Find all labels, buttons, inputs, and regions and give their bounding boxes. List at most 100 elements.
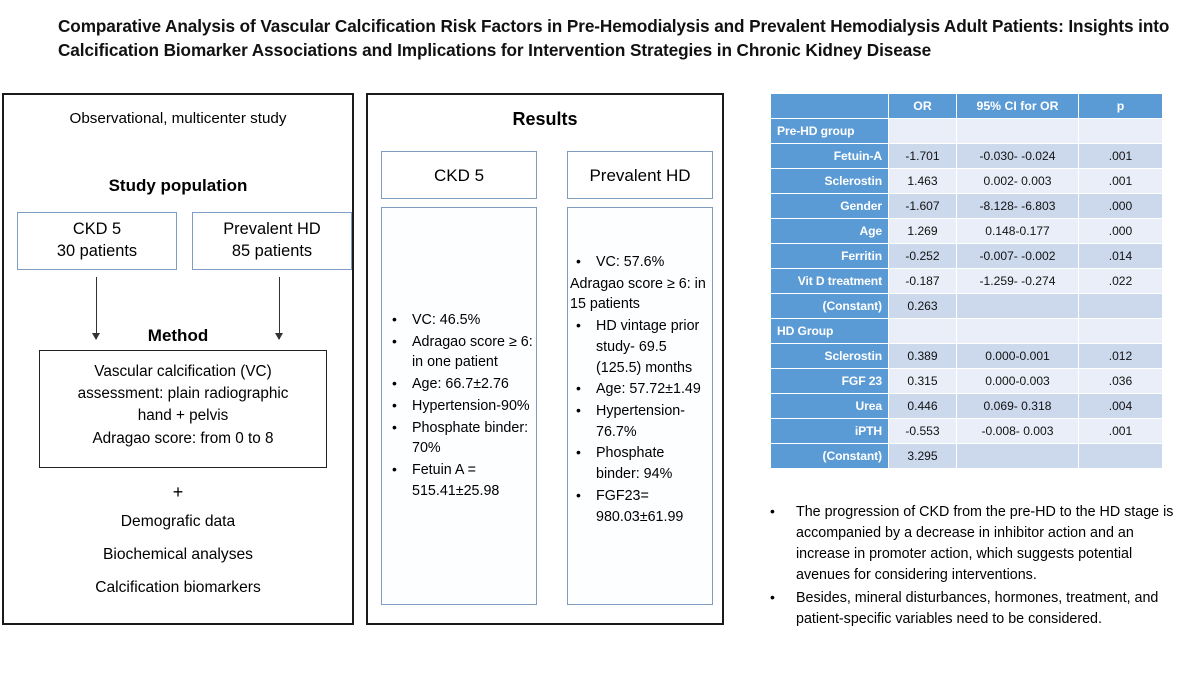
method-heading: Method [147,326,209,345]
additional-item-demographic: Demografic data [120,513,236,530]
table-cell-p: .004 [1078,393,1163,419]
table-row-label: Fetuin-A [770,143,889,169]
table-row: HD Group [770,318,1163,344]
population-box-prevalent-hd-count: 85 patients [231,241,313,260]
conclusions-block: The progression of CKD from the pre-HD t… [762,501,1174,632]
study-design-panel: Observational, multicenter study Study p… [2,93,354,625]
table-cell-p: .014 [1078,243,1163,269]
table-cell-or: -0.187 [888,268,957,294]
table-cell-p: .001 [1078,418,1163,444]
table-row-label: (Constant) [770,443,889,469]
table-row-label: Vit D treatment [770,268,889,294]
table-cell-p: .036 [1078,368,1163,394]
table-cell-p: .001 [1078,168,1163,194]
results-ckd5-item: Hypertension-90% [386,395,536,417]
table-cell-or [888,318,957,344]
table-cell-p [1078,443,1163,469]
results-prevalent-hd-item: Hypertension-76.7% [570,400,712,442]
table-cell-p: .000 [1078,218,1163,244]
method-line-4: Adragao score: from 0 to 8 [92,429,274,447]
arrow-down-icon-prevalent-hd [273,277,286,340]
table-row-label: Age [770,218,889,244]
arrow-down-icon-ckd5 [90,277,103,340]
table-cell-ci [956,443,1079,469]
table-row-label: FGF 23 [770,368,889,394]
conclusion-item: The progression of CKD from the pre-HD t… [762,501,1174,586]
table-row: Gender-1.607-8.128- -6.803.000 [770,193,1163,219]
table-group-label: HD Group [770,318,889,344]
method-box: Vascular calcification (VC) assessment: … [39,350,327,468]
table-cell-or: -0.553 [888,418,957,444]
table-cell-or: -0.252 [888,243,957,269]
population-box-prevalent-hd: Prevalent HD 85 patients [192,212,352,270]
population-box-ckd5-name: CKD 5 [72,220,122,238]
results-prevalent-hd-item: FGF23= 980.03±61.99 [570,485,712,527]
table-cell-or: 3.295 [888,443,957,469]
population-box-ckd5: CKD 5 30 patients [17,212,177,270]
method-line-1: Vascular calcification (VC) [94,363,272,380]
table-header-blank [770,93,889,119]
results-ckd5-item: Fetuin A = 515.41±25.98 [386,459,536,501]
results-ckd5-item: Adragao score ≥ 6: in one patient [386,331,536,373]
table-cell-or: 0.446 [888,393,957,419]
results-prevalent-hd-item: Age: 57.72±1.49 [570,378,712,400]
table-cell-ci: 0.000-0.003 [956,368,1079,394]
results-column-body-ckd5: VC: 46.5%Adragao score ≥ 6: in one patie… [381,207,537,605]
results-ckd5-item: Age: 66.7±2.76 [386,373,536,395]
table-header-row: OR 95% CI for OR p [770,93,1163,119]
table-row: iPTH-0.553-0.008- 0.003.001 [770,418,1163,444]
table-cell-ci: -0.030- -0.024 [956,143,1079,169]
table-header-p: p [1078,93,1163,119]
table-header-or: OR [888,93,957,119]
results-list-prevalent-hd: VC: 57.6%Adragao score ≥ 6: in 15 patien… [568,251,712,527]
table-cell-p: .000 [1078,193,1163,219]
table-cell-p [1078,118,1163,144]
table-cell-or: 0.263 [888,293,957,319]
results-prevalent-hd-item: HD vintage prior study- 69.5 (125.5) mon… [570,315,712,378]
table-row-label: Ferritin [770,243,889,269]
table-cell-p [1078,293,1163,319]
table-row: (Constant)0.263 [770,293,1163,319]
table-row-label: (Constant) [770,293,889,319]
table-cell-ci [956,118,1079,144]
table-cell-ci: 0.069- 0.318 [956,393,1079,419]
table-cell-ci [956,318,1079,344]
table-cell-or: 0.389 [888,343,957,369]
results-column-header-prevalent-hd: Prevalent HD [567,151,713,199]
conclusions-list: The progression of CKD from the pre-HD t… [762,501,1174,630]
plus-symbol: + [172,482,184,502]
table-cell-or: 0.315 [888,368,957,394]
table-cell-ci: -0.008- 0.003 [956,418,1079,444]
table-cell-ci: 0.000-0.001 [956,343,1079,369]
additional-item-biomarkers: Calcification biomarkers [95,579,261,596]
table-group-label: Pre-HD group [770,118,889,144]
table-row-label: iPTH [770,418,889,444]
table-cell-ci: -0.007- -0.002 [956,243,1079,269]
table-row: Pre-HD group [770,118,1163,144]
results-column-body-prevalent-hd: VC: 57.6%Adragao score ≥ 6: in 15 patien… [567,207,713,605]
results-prevalent-hd-item: Adragao score ≥ 6: in 15 patients [570,275,706,313]
table-header-ci: 95% CI for OR [956,93,1079,119]
conclusion-item: Besides, mineral disturbances, hormones,… [762,587,1174,630]
study-population-heading: Study population [108,176,248,195]
table-row: Ferritin-0.252-0.007- -0.002.014 [770,243,1163,269]
results-prevalent-hd-item: Phosphate binder: 94% [570,442,712,484]
additional-item-biochemical: Biochemical analyses [103,546,253,563]
table-cell-p: .022 [1078,268,1163,294]
table-cell-p [1078,318,1163,344]
population-box-ckd5-count: 30 patients [56,241,138,260]
results-panel: Results CKD 5 Prevalent HD VC: 46.5%Adra… [366,93,724,625]
table-row: Fetuin-A-1.701-0.030- -0.024.001 [770,143,1163,169]
population-box-prevalent-hd-name: Prevalent HD [223,220,321,238]
table-cell-p: .012 [1078,343,1163,369]
results-prevalent-hd-item: VC: 57.6% [570,251,712,273]
table-row-label: Sclerostin [770,343,889,369]
table-cell-or: 1.463 [888,168,957,194]
results-heading: Results [512,109,578,129]
method-line-3: hand + pelvis [137,407,229,425]
